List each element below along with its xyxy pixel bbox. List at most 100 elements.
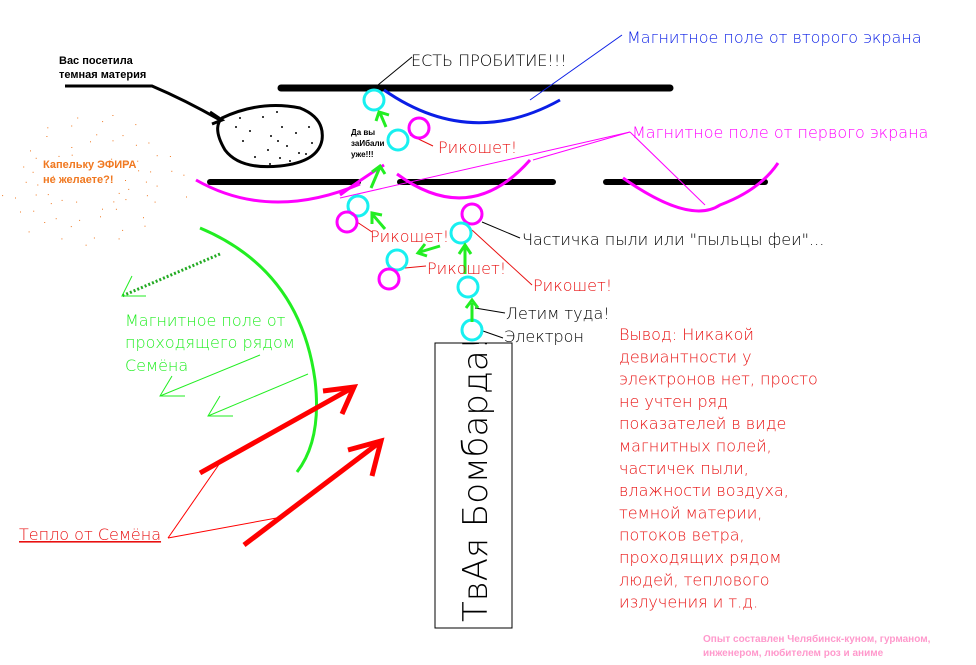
dark-matter-dot (242, 140, 244, 142)
motion-arrow-icon (374, 110, 390, 128)
conclusion-line: магнитных полей, (619, 437, 772, 456)
heat-arrow-2 (242, 440, 382, 547)
dust-label: Частичка пыли или "пыльцы феи"... (522, 230, 824, 249)
ether-dot (146, 195, 148, 197)
ether-dot (112, 115, 114, 116)
dust-particle-ricochet-2 (335, 210, 359, 234)
semyon-field-label-line-3: Семёна (125, 356, 188, 375)
ether-dot (128, 188, 130, 190)
first-field-leader-a (339, 131, 631, 199)
dust-particle-ricochet-1 (407, 116, 431, 140)
ether-dot (61, 199, 63, 201)
conclusion-line: излучения и т.д. (619, 593, 758, 612)
ether-dot (138, 170, 140, 172)
dark-matter-dot (249, 130, 251, 132)
ricochet-3-leader (404, 265, 427, 269)
dust-leader (481, 221, 521, 239)
conclusion-line: проходящих рядом (619, 548, 781, 567)
dark-matter-dot (286, 145, 288, 147)
ether-dot (145, 181, 147, 183)
ether-dot (125, 199, 127, 201)
ether-dot (61, 238, 63, 240)
dust-particle-main (460, 202, 484, 226)
semyon-field-arc (199, 226, 319, 473)
ether-dot (79, 219, 81, 221)
ether-dot (25, 181, 27, 183)
ether-dot (154, 201, 156, 203)
first-screen-field-arc-middle (396, 159, 532, 200)
ether-dot (2, 195, 4, 197)
ether-dot (100, 216, 101, 218)
dark-matter-dot (262, 116, 264, 118)
conclusion-line: не учтен ряд (619, 392, 728, 411)
ether-dot (96, 134, 98, 136)
dust-particle-ricochet-3 (377, 267, 401, 291)
electron-label: Электрон (504, 327, 584, 346)
ether-dot (63, 162, 65, 164)
ether-dot (143, 217, 144, 219)
ether-dot (118, 192, 120, 194)
ether-dot (33, 210, 35, 212)
dark-matter-dot (239, 117, 241, 119)
first-screen-field-arc-left (195, 178, 361, 204)
ricochet-2-leader (356, 221, 373, 233)
conclusion-line: Вывод: Никакой (619, 325, 754, 344)
semyon-field-arrow-1-head (159, 375, 185, 397)
ether-dot (50, 203, 52, 205)
ether-dot (85, 244, 87, 246)
second-field-leader (529, 34, 623, 101)
heat-arrow-1-head (322, 383, 359, 416)
conclusion-line: потоков ветра, (619, 526, 745, 545)
dark-matter-arrow (65, 84, 221, 122)
ricochet-label-3: Рикошет! (427, 259, 506, 278)
ether-dot (148, 142, 150, 144)
dark-matter-dot (267, 149, 269, 151)
ricochet-4-leader (471, 229, 533, 286)
ether-dot (111, 158, 113, 160)
electron-flying (456, 275, 480, 299)
conclusion-line: частичек пыли, (619, 459, 749, 478)
ether-dot (37, 184, 39, 186)
ether-dot (28, 231, 30, 233)
semyon-field-label-line-2: проходящего рядом (125, 333, 295, 352)
ether-dot (76, 201, 78, 203)
semyon-field-arrow-1 (159, 354, 261, 397)
ether-dot (113, 201, 115, 203)
ether-dot (70, 226, 72, 228)
dark-matter-dot (279, 157, 281, 159)
ricochet-label-2: Рикошет! (370, 227, 449, 246)
ether-dot (46, 136, 48, 137)
ether-dot (15, 197, 16, 199)
credits-line-2: инженером, любителем роз и аниме (703, 647, 884, 659)
dark-matter-dot (308, 126, 310, 128)
ether-dot (102, 208, 103, 210)
conclusion-line: электронов нет, просто (619, 370, 818, 389)
dark-matter-label-line-2: темная материя (59, 69, 146, 81)
electron-ricochet-3 (385, 248, 409, 272)
ether-dot (144, 225, 146, 227)
electron-leader (482, 330, 504, 339)
ether-dot (156, 185, 158, 187)
dark-matter-dot (254, 156, 256, 158)
ether-dot (47, 194, 49, 196)
dark-matter-dot (281, 126, 283, 128)
ether-dot (35, 157, 37, 159)
ether-dot (169, 156, 171, 157)
ether-dot (90, 141, 91, 143)
bombarder-label: ТвАя Бомбарда! (456, 337, 496, 622)
motion-arrow-icon (415, 243, 441, 258)
semyon-field-label-line-1: Магнитное поле от (125, 311, 286, 330)
ether-dot (77, 117, 79, 119)
ether-dot (135, 124, 137, 126)
dark-matter-dot (235, 126, 237, 128)
motion-arrow-icon (370, 211, 387, 230)
ether-label-line-2: не желаете?! (43, 174, 114, 186)
breakthrough-leader (377, 56, 413, 86)
semyon-field-dashed-arrow-head (121, 275, 146, 297)
dark-matter-label-line-1: Вас посетила (59, 55, 134, 67)
ether-dot (137, 160, 139, 162)
ether-dots (2, 115, 187, 246)
ether-dot (125, 162, 127, 164)
heat-arrow-2-head (347, 437, 385, 477)
